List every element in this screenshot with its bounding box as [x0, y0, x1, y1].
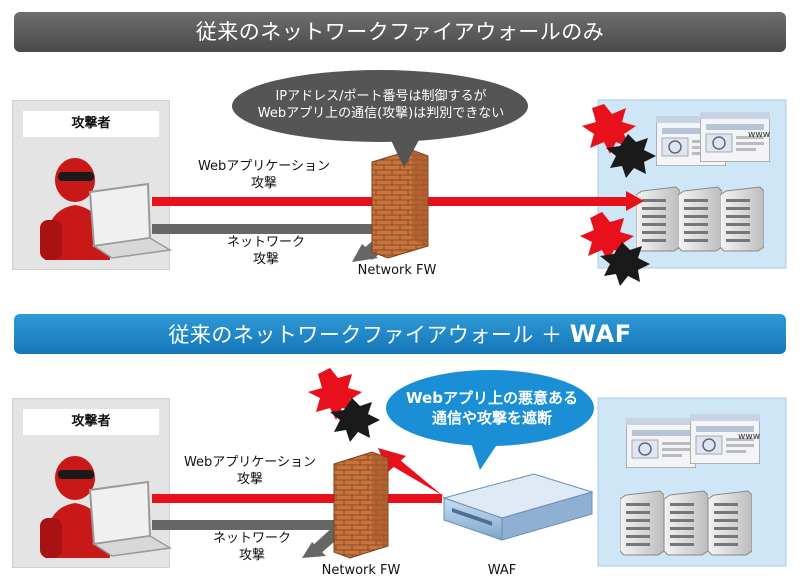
web-attack-arrowhead-bottom [378, 448, 406, 472]
banner-network-fw-plus-waf: 従来のネットワークファイアウォール ＋ WAF [14, 314, 786, 354]
web-attack-arrowhead-top [626, 191, 644, 211]
network-attack-label-top: ネットワーク 攻撃 [216, 234, 316, 268]
web-attack-deflect-bottom [392, 460, 448, 500]
bubble-bottom-line2: 通信や攻撃を遮断 [431, 409, 552, 427]
banner-bottom-text: 従来のネットワークファイアウォール ＋ [168, 323, 563, 347]
web-attack-arrow-bottom [152, 494, 442, 503]
speech-bubble-top [232, 70, 528, 168]
web-attack-top-line2: 攻撃 [250, 176, 277, 191]
bubble-top-line2: Webアプリ上の通信(攻撃)は判別できない [257, 106, 505, 121]
fw-label-top: Network FW [357, 263, 437, 278]
network-attack-line-bottom [152, 520, 348, 530]
speech-bubble-bottom [386, 370, 594, 470]
net-attack-top-line2: 攻撃 [252, 252, 279, 267]
www-text-bottom: www [738, 432, 760, 442]
web-attack-label-bottom: Webアプリケーション 攻撃 [180, 454, 320, 488]
net-attack-top-line1: ネットワーク [226, 235, 305, 250]
firewall-wall-icon-top [371, 149, 429, 259]
firewall-wall-icon-bottom [333, 451, 389, 559]
bubble-bottom-line1: Webアプリ上の悪意ある [406, 389, 578, 407]
banner-top-text: 従来のネットワークファイアウォールのみ [195, 20, 605, 44]
web-attack-label-top: Webアプリケーション 攻撃 [194, 158, 334, 192]
attacker-label-bottom: 攻撃者 [23, 409, 159, 435]
bubble-text-top: IPアドレス/ポート番号は制御するが Webアプリ上の通信(攻撃)は判別できない [236, 88, 526, 122]
attacker-label-top: 攻撃者 [23, 111, 159, 137]
network-attack-line-top [152, 224, 402, 234]
fw-label-bottom: Network FW [321, 563, 401, 578]
bubble-text-bottom: Webアプリ上の悪意ある 通信や攻撃を遮断 [392, 388, 592, 428]
web-attack-top-line1: Webアプリケーション [197, 159, 331, 174]
waf-label: WAF [487, 563, 517, 578]
net-attack-bottom-line1: ネットワーク [212, 531, 291, 546]
banner-bottom-waf: WAF [569, 320, 632, 348]
network-attack-label-bottom: ネットワーク 攻撃 [202, 530, 302, 564]
web-attack-bottom-line2: 攻撃 [236, 472, 263, 487]
attacker-icon-top [39, 157, 171, 260]
net-attack-bottom-line2: 攻撃 [238, 548, 265, 563]
waf-appliance-icon [442, 473, 594, 541]
network-attack-arrowhead-top [352, 244, 378, 262]
attack-burst-icons-bottom [308, 368, 380, 442]
network-attack-arrowhead-bottom [302, 542, 326, 558]
attack-burst-icons-top [580, 104, 656, 286]
bubble-top-line1: IPアドレス/ポート番号は制御するが [275, 89, 487, 104]
server-rack-icons-bottom [620, 490, 752, 556]
web-attack-bottom-line1: Webアプリケーション [183, 455, 317, 470]
www-text-top: www [748, 130, 770, 140]
server-rack-icons-top [636, 186, 764, 252]
attacker-icon-bottom [39, 455, 171, 558]
banner-network-fw-only: 従来のネットワークファイアウォールのみ [14, 12, 786, 52]
